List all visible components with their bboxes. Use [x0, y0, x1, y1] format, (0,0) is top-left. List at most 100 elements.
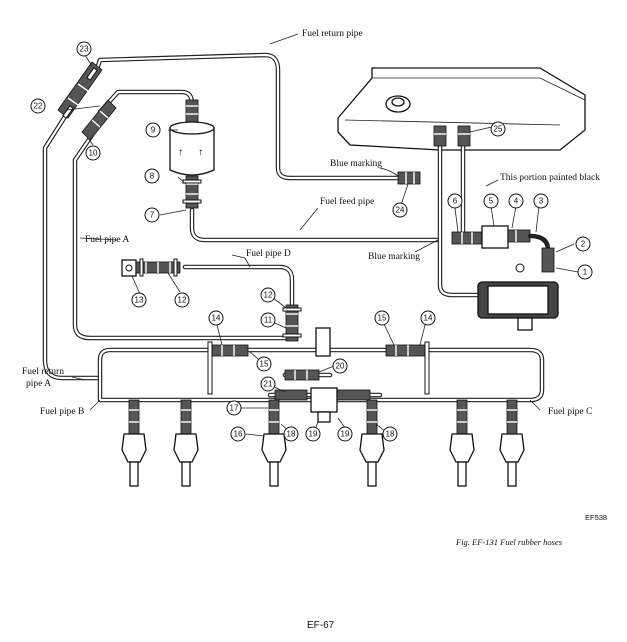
injector-4	[359, 399, 385, 487]
svg-text:12: 12	[178, 296, 187, 305]
callout-16: 16	[230, 426, 246, 442]
fuel-feed-pipe	[189, 207, 443, 243]
fuel-filter: ↑ ↑	[169, 99, 215, 209]
page-number: EF-67	[307, 620, 335, 631]
injector-6	[499, 399, 525, 487]
callout-8: 8	[144, 168, 160, 184]
svg-text:2: 2	[581, 240, 586, 249]
svg-text:22: 22	[34, 102, 43, 111]
svg-text:14: 14	[212, 314, 221, 323]
hose-22-23	[57, 61, 103, 119]
svg-text:19: 19	[341, 430, 350, 439]
svg-text:16: 16	[234, 430, 243, 439]
callout-11: 11	[260, 312, 276, 328]
callout-18-a: 18	[283, 426, 299, 442]
label-fuel-return-pipe-a-line2: pipe A	[26, 379, 51, 389]
hose-24	[397, 171, 421, 185]
label-fuel-pipe-b: Fuel pipe B	[40, 407, 84, 417]
injector-5	[449, 399, 475, 487]
callout-9: 9	[145, 122, 161, 138]
svg-text:15: 15	[378, 314, 387, 323]
callout-2: 2	[575, 236, 591, 252]
callout-22: 22	[30, 98, 46, 114]
svg-text:15: 15	[260, 360, 269, 369]
callout-4: 4	[508, 193, 524, 209]
label-fuel-pipe-d: Fuel pipe D	[246, 249, 291, 259]
callout-7: 7	[144, 207, 160, 223]
figure-code: EF538	[585, 513, 608, 522]
svg-text:4: 4	[514, 197, 519, 206]
svg-text:5: 5	[489, 197, 494, 206]
svg-text:21: 21	[264, 380, 273, 389]
svg-text:13: 13	[135, 296, 144, 305]
svg-text:10: 10	[89, 149, 98, 158]
svg-text:23: 23	[80, 45, 89, 54]
tank-to-pump-pipe	[437, 137, 481, 298]
hose-15-right	[385, 341, 430, 395]
hose-20-21	[274, 369, 371, 401]
label-blue-marking-bottom: Blue marking	[368, 252, 420, 262]
callout-17: 17	[226, 400, 242, 416]
hose-25	[433, 125, 471, 147]
hose-14-left	[207, 341, 249, 395]
hose-11-12	[282, 304, 302, 342]
label-fuel-pipe-c: Fuel pipe C	[548, 407, 592, 417]
callout-23: 23	[76, 41, 92, 57]
callout-14-b: 14	[420, 310, 436, 326]
callout-19-b: 19	[337, 426, 353, 442]
callout-6: 6	[447, 193, 463, 209]
label-fuel-pipe-a: Fuel pipe A	[85, 235, 129, 245]
callout-15-a: 15	[374, 310, 390, 326]
callout-24: 24	[392, 202, 408, 218]
svg-text:9: 9	[151, 126, 156, 135]
svg-text:25: 25	[494, 125, 503, 134]
callout-1: 1	[577, 264, 593, 280]
callout-19-a: 19	[305, 426, 321, 442]
svg-text:20: 20	[336, 362, 345, 371]
return-connector	[315, 327, 331, 357]
label-fuel-return-pipe-a-line1: Fuel return	[22, 367, 64, 377]
hose-12-13	[121, 258, 181, 277]
fuel-damper	[310, 387, 338, 423]
figure-caption: Fig. EF-131 Fuel rubber hoses	[456, 537, 562, 547]
injector-2	[173, 399, 199, 487]
svg-text:19: 19	[309, 430, 318, 439]
svg-text:↑: ↑	[178, 147, 183, 158]
callout-10: 10	[85, 145, 101, 161]
label-fuel-return-pipe: Fuel return pipe	[302, 29, 363, 39]
fuel-pipe-a	[72, 132, 295, 341]
svg-text:3: 3	[539, 197, 544, 206]
label-fuel-feed-pipe: Fuel feed pipe	[320, 196, 374, 207]
svg-text:1: 1	[583, 268, 588, 277]
svg-text:18: 18	[287, 430, 296, 439]
callout-14-a: 14	[208, 310, 224, 326]
label-blue-marking-top: Blue marking	[330, 159, 382, 169]
label-painted-black: This portion painted black	[500, 173, 600, 183]
svg-text:18: 18	[386, 430, 395, 439]
svg-text:11: 11	[264, 316, 273, 325]
fuel-return-pipe	[92, 52, 401, 181]
svg-text:7: 7	[150, 211, 155, 220]
callout-15-b: 15	[256, 356, 272, 372]
fuel-pipe-d	[182, 264, 295, 313]
fuel-tank	[337, 67, 586, 151]
svg-text:17: 17	[230, 404, 239, 413]
fuel-pump-assembly	[451, 225, 559, 331]
callout-20: 20	[332, 358, 348, 374]
fuel-return-pipe-a	[42, 112, 103, 381]
svg-text:12: 12	[264, 291, 273, 300]
svg-text:8: 8	[150, 172, 155, 181]
hose-10	[81, 99, 117, 141]
callout-21: 21	[260, 376, 276, 392]
injector-3	[261, 399, 287, 487]
callout-13: 13	[131, 292, 147, 308]
svg-text:↑: ↑	[198, 147, 203, 158]
svg-text:14: 14	[424, 314, 433, 323]
callout-18-b: 18	[382, 426, 398, 442]
injector-1	[121, 399, 147, 487]
callout-12-a: 12	[260, 287, 276, 303]
callout-25: 25	[490, 121, 506, 137]
callout-3: 3	[533, 193, 549, 209]
callout-5: 5	[483, 193, 499, 209]
